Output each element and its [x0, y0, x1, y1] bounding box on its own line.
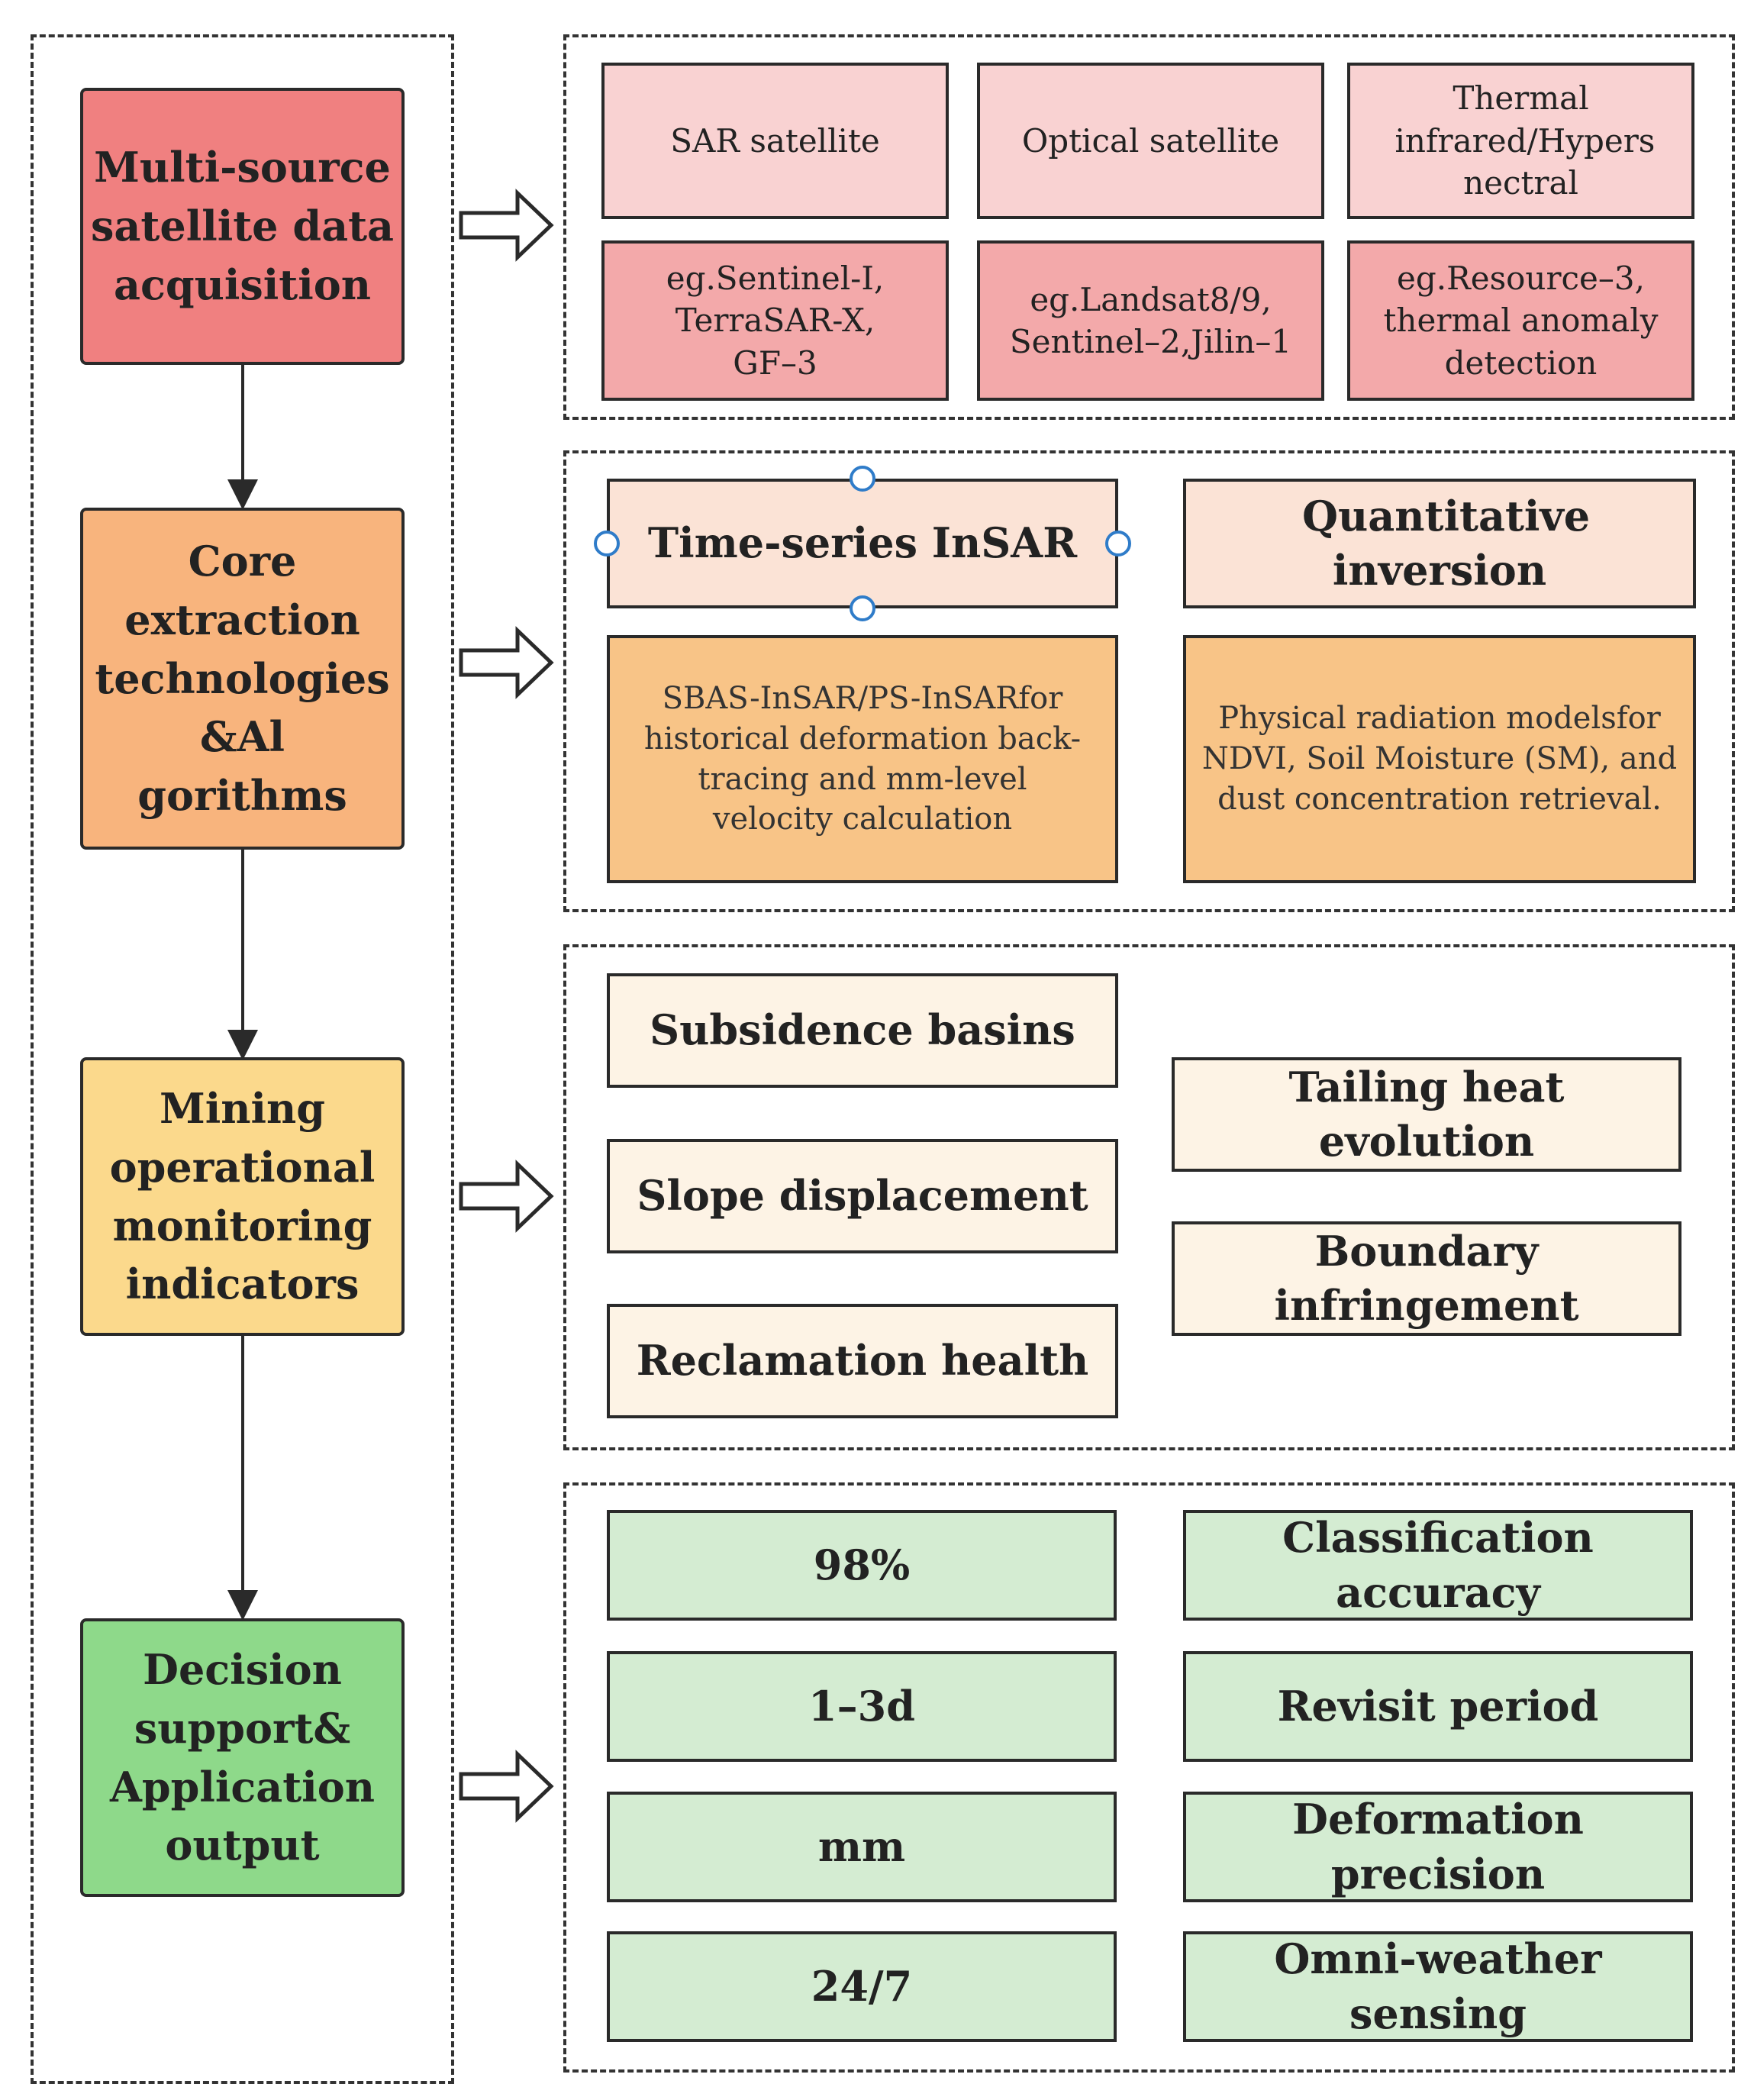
- insar-description-box: SBAS-InSAR/PS-InSARfor historical deform…: [607, 635, 1118, 883]
- satellite-group-frame: [563, 34, 1735, 420]
- resize-handle-left[interactable]: [594, 531, 620, 556]
- resize-handle-top[interactable]: [850, 466, 875, 492]
- indicator-reclamation-health-label: Reclamation health: [636, 1336, 1089, 1385]
- right-arrow-icon: [459, 1750, 554, 1823]
- output-metric-label: Classification accuracy: [1282, 1513, 1594, 1617]
- thermal-examples-label: eg.Resource–3, thermal anomaly detection: [1383, 259, 1659, 382]
- indicator-slope-displacement-label: Slope displacement: [637, 1171, 1088, 1221]
- sar-examples-box: eg.Sentinel-I, TerraSAR-X, GF–3: [601, 240, 949, 401]
- output-group-frame: [563, 1482, 1735, 2073]
- output-value-label: 24/7: [811, 1961, 913, 2011]
- stage-decision-output-label: Decision support& Application output: [109, 1645, 376, 1870]
- output-metric-label: Omni-weather sensing: [1274, 1934, 1602, 2038]
- sar-satellite-label: SAR satellite: [670, 121, 880, 160]
- output-value-label: mm: [817, 1821, 906, 1871]
- output-value-label: 98%: [813, 1540, 911, 1589]
- sar-satellite-box: SAR satellite: [601, 63, 949, 219]
- output-value-precision: mm: [607, 1792, 1117, 1902]
- output-value-label: 1–3d: [808, 1681, 915, 1731]
- indicator-boundary-infringement: Boundary infringement: [1172, 1221, 1681, 1336]
- output-value-revisit: 1–3d: [607, 1651, 1117, 1762]
- indicator-reclamation-health: Reclamation health: [607, 1304, 1118, 1418]
- optical-satellite-box: Optical satellite: [977, 63, 1324, 219]
- right-arrow-icon: [459, 626, 554, 699]
- optical-examples-label: eg.Landsat8/9, Sentinel–2,Jilin–1: [1009, 280, 1292, 360]
- output-metric-accuracy: Classification accuracy: [1183, 1510, 1693, 1621]
- stage-monitoring-indicators: Mining operational monitoring indicators: [80, 1057, 405, 1336]
- indicator-group-frame: [563, 944, 1735, 1450]
- stage-monitoring-indicators-label: Mining operational monitoring indicators: [109, 1084, 376, 1309]
- output-metric-revisit: Revisit period: [1183, 1651, 1693, 1762]
- output-value-accuracy: 98%: [607, 1510, 1117, 1621]
- inversion-description-box: Physical radiation modelsfor NDVI, Soil …: [1183, 635, 1696, 883]
- output-metric-precision: Deformation precision: [1183, 1792, 1693, 1902]
- time-series-insar-box[interactable]: Time-series InSAR: [607, 479, 1118, 608]
- thermal-examples-box: eg.Resource–3, thermal anomaly detection: [1347, 240, 1694, 401]
- output-metric-weather: Omni-weather sensing: [1183, 1931, 1693, 2042]
- thermal-satellite-label: Thermal infrared/Hypers nectral: [1394, 79, 1656, 202]
- algorithm-group-frame: [563, 450, 1735, 912]
- stage-data-acquisition-label: Multi-source satellite data acquisition: [91, 143, 395, 309]
- time-series-insar-label: Time-series InSAR: [647, 518, 1078, 568]
- stage-data-acquisition: Multi-source satellite data acquisition: [80, 88, 405, 365]
- stage-core-algorithms: Core extraction technologies &Al gorithm…: [80, 508, 405, 850]
- stage-core-algorithms-label: Core extraction technologies &Al gorithm…: [95, 537, 390, 820]
- indicator-subsidence-basins: Subsidence basins: [607, 973, 1118, 1088]
- indicator-tailing-heat: Tailing heat evolution: [1172, 1057, 1681, 1172]
- right-arrow-icon: [459, 1160, 554, 1233]
- thermal-satellite-box: Thermal infrared/Hypers nectral: [1347, 63, 1694, 219]
- output-metric-label: Revisit period: [1277, 1681, 1599, 1731]
- indicator-subsidence-basins-label: Subsidence basins: [650, 1005, 1075, 1055]
- inversion-description-label: Physical radiation modelsfor NDVI, Soil …: [1201, 701, 1678, 817]
- sar-examples-label: eg.Sentinel-I, TerraSAR-X, GF–3: [666, 259, 885, 382]
- right-arrow-icon: [459, 189, 554, 262]
- resize-handle-bottom[interactable]: [850, 595, 875, 621]
- insar-description-label: SBAS-InSAR/PS-InSARfor historical deform…: [643, 680, 1082, 837]
- indicator-boundary-infringement-label: Boundary infringement: [1274, 1226, 1579, 1330]
- quantitative-inversion-box: Quantitative inversion: [1183, 479, 1696, 608]
- output-metric-label: Deformation precision: [1292, 1795, 1584, 1898]
- optical-satellite-label: Optical satellite: [1021, 121, 1280, 160]
- output-value-weather: 24/7: [607, 1931, 1117, 2042]
- quantitative-inversion-label: Quantitative inversion: [1302, 491, 1591, 595]
- optical-examples-box: eg.Landsat8/9, Sentinel–2,Jilin–1: [977, 240, 1324, 401]
- indicator-slope-displacement: Slope displacement: [607, 1139, 1118, 1253]
- indicator-tailing-heat-label: Tailing heat evolution: [1288, 1062, 1565, 1166]
- pipeline-frame: [31, 34, 454, 2084]
- resize-handle-right[interactable]: [1105, 531, 1131, 556]
- stage-decision-output: Decision support& Application output: [80, 1618, 405, 1897]
